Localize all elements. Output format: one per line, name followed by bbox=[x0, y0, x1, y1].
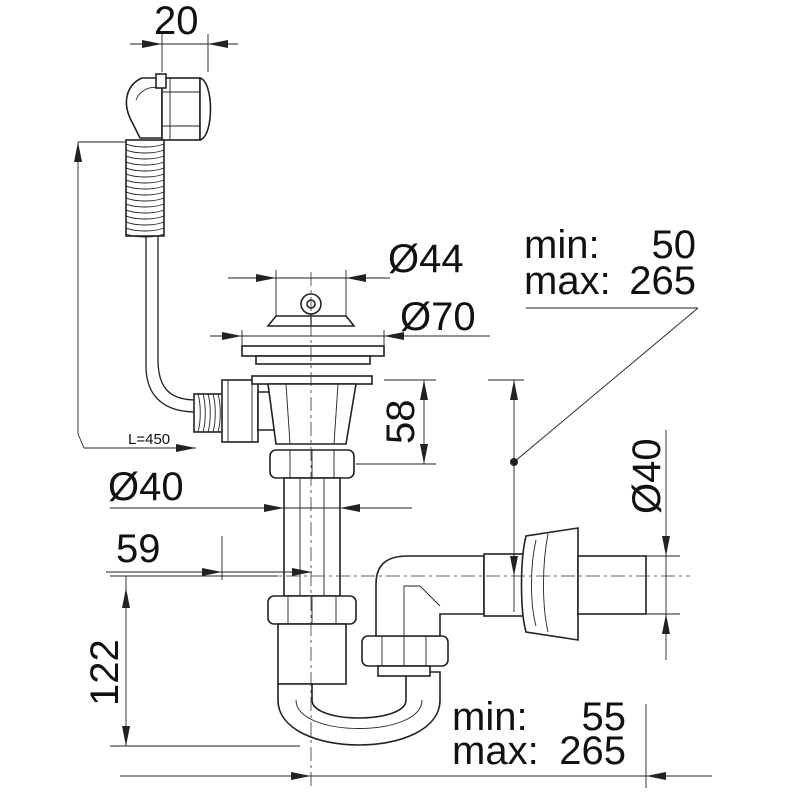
range-upper-min-value: 50 bbox=[652, 223, 697, 267]
range-lower-max-value: 265 bbox=[559, 729, 626, 773]
dim-44-label: Ø44 bbox=[388, 237, 464, 281]
overflow-head bbox=[125, 73, 212, 142]
dim-40-right-label: Ø40 bbox=[625, 438, 669, 514]
dim-59-label: 59 bbox=[116, 527, 161, 571]
siphon-u-bend bbox=[277, 671, 441, 746]
drain-flange bbox=[241, 345, 385, 385]
dim-range-upper-line bbox=[488, 307, 699, 612]
center-lines bbox=[136, 272, 690, 790]
range-upper-max-label: max: bbox=[524, 259, 611, 303]
siphon-outlet-arm bbox=[375, 553, 527, 637]
dim-40-right-line bbox=[646, 430, 680, 660]
upper-nut bbox=[269, 449, 355, 479]
wall-connection bbox=[520, 527, 647, 641]
dim-44-line bbox=[228, 270, 390, 316]
dim-hose-length-line bbox=[74, 141, 196, 452]
drain-body bbox=[267, 383, 357, 445]
dim-hose-length-label: L=450 bbox=[128, 431, 170, 448]
dim-58-line bbox=[356, 379, 436, 465]
dim-58-label: 58 bbox=[379, 400, 423, 445]
dim-range-lower-line bbox=[120, 704, 712, 788]
overflow-hose-corrugated bbox=[125, 139, 165, 238]
vertical-pipe bbox=[283, 477, 341, 597]
dim-40-left-label: Ø40 bbox=[108, 465, 184, 509]
range-lower-max-label: max: bbox=[452, 729, 539, 773]
overflow-connector bbox=[193, 379, 279, 443]
dim-122-label: 122 bbox=[83, 639, 127, 706]
dim-122-line bbox=[110, 575, 300, 747]
range-upper-min-label: min: bbox=[524, 223, 600, 267]
dim-20-line bbox=[130, 34, 238, 72]
range-lower-min-value: 55 bbox=[582, 695, 627, 739]
siphon-nut-right bbox=[361, 635, 449, 677]
range-lower-min-label: min: bbox=[452, 695, 528, 739]
dim-59-line bbox=[106, 536, 312, 580]
dim-70-line bbox=[210, 330, 490, 346]
dim-40-left-line bbox=[110, 504, 412, 512]
dim-70-label: Ø70 bbox=[400, 295, 476, 339]
siphon-nut-left bbox=[267, 595, 357, 685]
dim-20-label: 20 bbox=[154, 0, 199, 43]
range-upper-max-value: 265 bbox=[629, 259, 696, 303]
overflow-hose-smooth bbox=[145, 236, 197, 413]
